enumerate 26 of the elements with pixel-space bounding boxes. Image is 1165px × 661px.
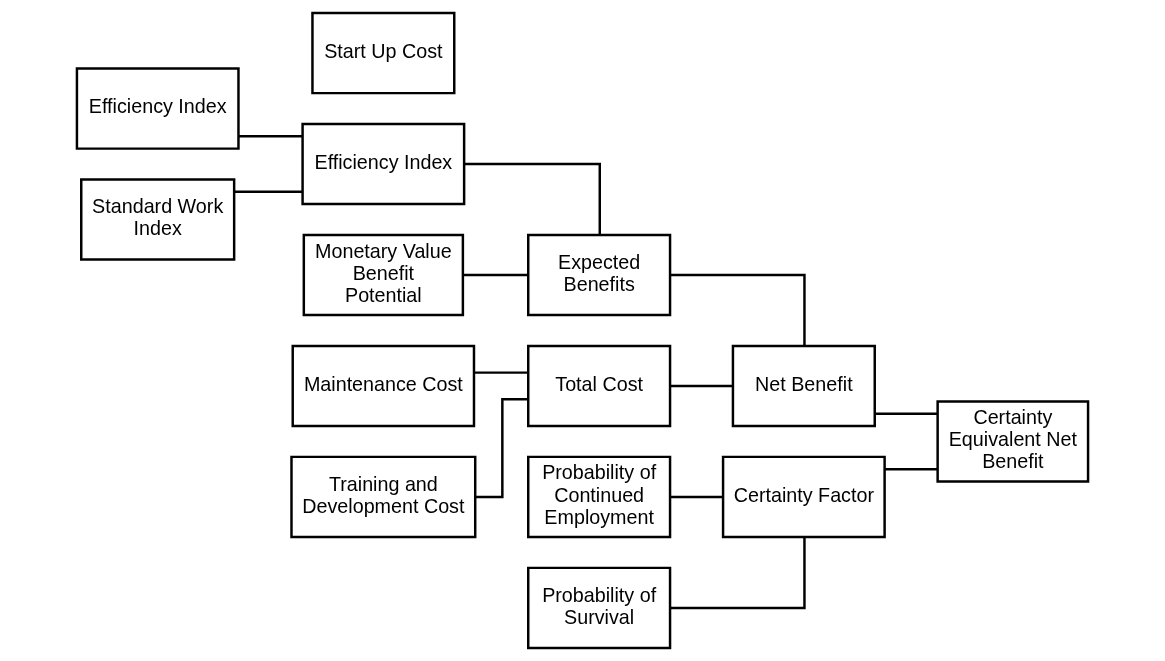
node-box: Expected Benefits <box>527 233 672 317</box>
connector <box>875 412 938 415</box>
node-box: Efficiency Index <box>75 67 240 150</box>
connector <box>884 468 938 471</box>
connector <box>670 273 806 346</box>
connector <box>670 537 806 610</box>
node-box: Maintenance Cost <box>291 344 476 428</box>
node-box: Total Cost <box>527 344 672 428</box>
connector <box>463 273 528 277</box>
node-box: Certainty Equivalent Net Benefit <box>936 400 1090 483</box>
node-box: Certainty Factor <box>721 455 886 539</box>
node-box: Monetary Value Benefit Potential <box>302 233 465 317</box>
connector <box>238 135 303 138</box>
node-box: Training and Development Cost <box>290 455 477 539</box>
node-box: Probability of Survival <box>527 566 672 650</box>
connector <box>670 384 733 388</box>
node-box: Standard Work Index <box>80 178 236 261</box>
connector <box>464 162 601 235</box>
node-box: Probability of Continued Employment <box>527 455 672 539</box>
connector <box>474 371 528 374</box>
node-box: Start Up Cost <box>311 11 456 95</box>
connector <box>670 495 723 499</box>
node-box: Net Benefit <box>731 344 876 428</box>
connector <box>234 190 303 193</box>
connector <box>475 398 528 499</box>
node-box: Efficiency Index <box>301 122 466 206</box>
